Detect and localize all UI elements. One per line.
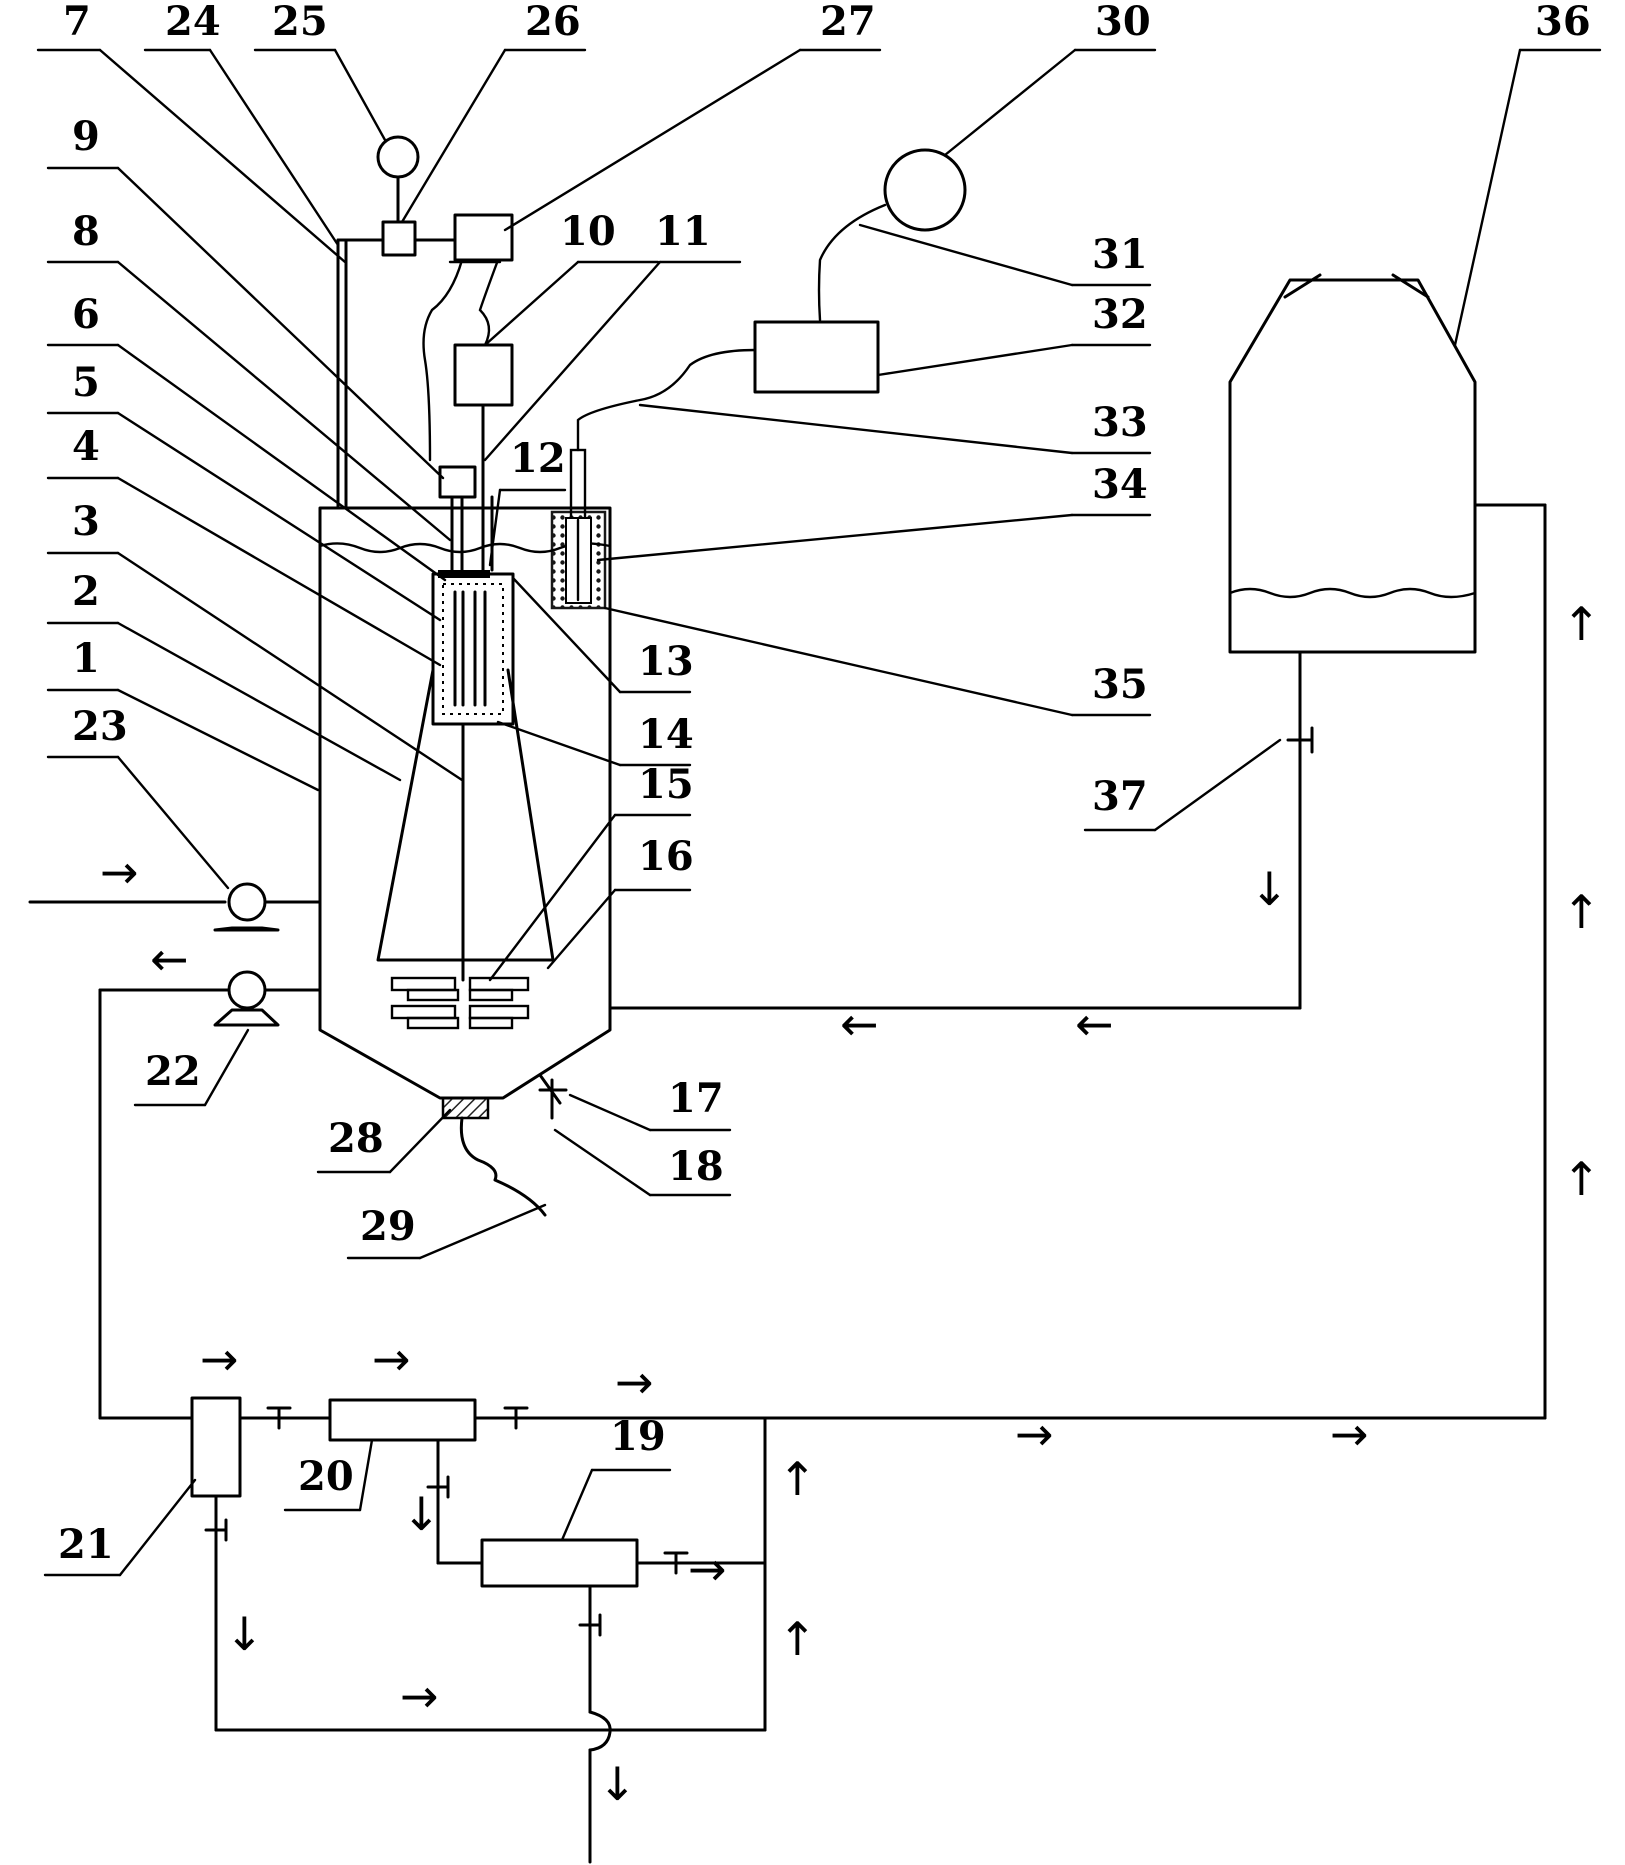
label-30: 30 [1095, 0, 1151, 45]
label-24: 24 [165, 0, 221, 45]
arrow-down: ↓ [225, 1607, 264, 1661]
arrow-down: ↓ [1250, 862, 1289, 916]
label-37: 37 [1092, 773, 1148, 820]
label-28: 28 [328, 1115, 384, 1162]
label-25: 25 [272, 0, 328, 45]
arrow-up: ↑ [778, 1612, 817, 1666]
label-7: 7 [63, 0, 91, 45]
label-15: 15 [638, 761, 694, 808]
label-29: 29 [360, 1203, 416, 1250]
bottom-cable [459, 1116, 547, 1217]
label-12: 12 [510, 435, 566, 482]
label-16: 16 [638, 833, 694, 880]
arrow-left: ← [840, 997, 879, 1051]
label-26: 26 [525, 0, 581, 45]
label-11: 11 [655, 208, 711, 255]
arrow-right: → [1330, 1407, 1369, 1461]
arrow-up: ↑ [1562, 885, 1601, 939]
label-17: 17 [668, 1075, 724, 1122]
label-35: 35 [1092, 661, 1148, 708]
arrow-right: → [1015, 1407, 1054, 1461]
arrow-down: ↓ [598, 1757, 637, 1811]
arrow-up: ↑ [1562, 597, 1601, 651]
arrow-right: → [400, 1669, 439, 1723]
labels: 7 24 25 26 27 30 36 9 8 6 5 4 3 2 1 23 1… [58, 0, 1591, 1568]
label-8: 8 [72, 208, 100, 255]
bottom-outlet [441, 1096, 490, 1120]
drain-valve [538, 1073, 568, 1120]
top-instruments [336, 135, 514, 572]
label-18: 18 [668, 1143, 724, 1190]
label-32: 32 [1092, 291, 1148, 338]
leader-lines [36, 48, 1602, 1577]
arrow-right: → [615, 1355, 654, 1409]
label-5: 5 [72, 359, 100, 406]
electrode-module [431, 570, 515, 726]
arrow-down: ↓ [402, 1487, 441, 1541]
label-6: 6 [72, 291, 100, 338]
label-22: 22 [145, 1048, 201, 1095]
label-36: 36 [1535, 0, 1591, 45]
arrow-right: → [200, 1332, 239, 1386]
label-34: 34 [1092, 461, 1148, 508]
label-3: 3 [72, 498, 100, 545]
arrow-left: ← [150, 932, 189, 986]
label-2: 2 [72, 568, 100, 615]
label-10: 10 [560, 208, 616, 255]
stirrer-paddles [390, 976, 530, 1030]
arrow-right: → [100, 845, 139, 899]
storage-tank [1228, 273, 1477, 654]
label-27: 27 [820, 0, 876, 45]
label-4: 4 [72, 423, 100, 470]
arrow-left: ← [1075, 997, 1114, 1051]
flow-arrows: → ← ← ← ↓ ↑ ↑ ↑ → → → → → ↑ ↑ ↓ → ↓ → ↓ [100, 597, 1601, 1811]
label-9: 9 [72, 113, 100, 160]
pipe-network [28, 503, 1547, 1864]
label-19: 19 [610, 1413, 666, 1460]
arrow-right: → [372, 1332, 411, 1386]
arrow-right: → [688, 1542, 727, 1596]
label-1: 1 [72, 635, 100, 682]
arrow-up: ↑ [778, 1452, 817, 1506]
label-23: 23 [72, 703, 128, 750]
draft-cone [376, 668, 555, 962]
label-20: 20 [298, 1453, 354, 1500]
label-21: 21 [58, 1521, 114, 1568]
label-33: 33 [1092, 399, 1148, 446]
arrow-up: ↑ [1562, 1152, 1601, 1206]
label-14: 14 [638, 711, 694, 758]
label-13: 13 [638, 638, 694, 685]
label-31: 31 [1092, 231, 1148, 278]
